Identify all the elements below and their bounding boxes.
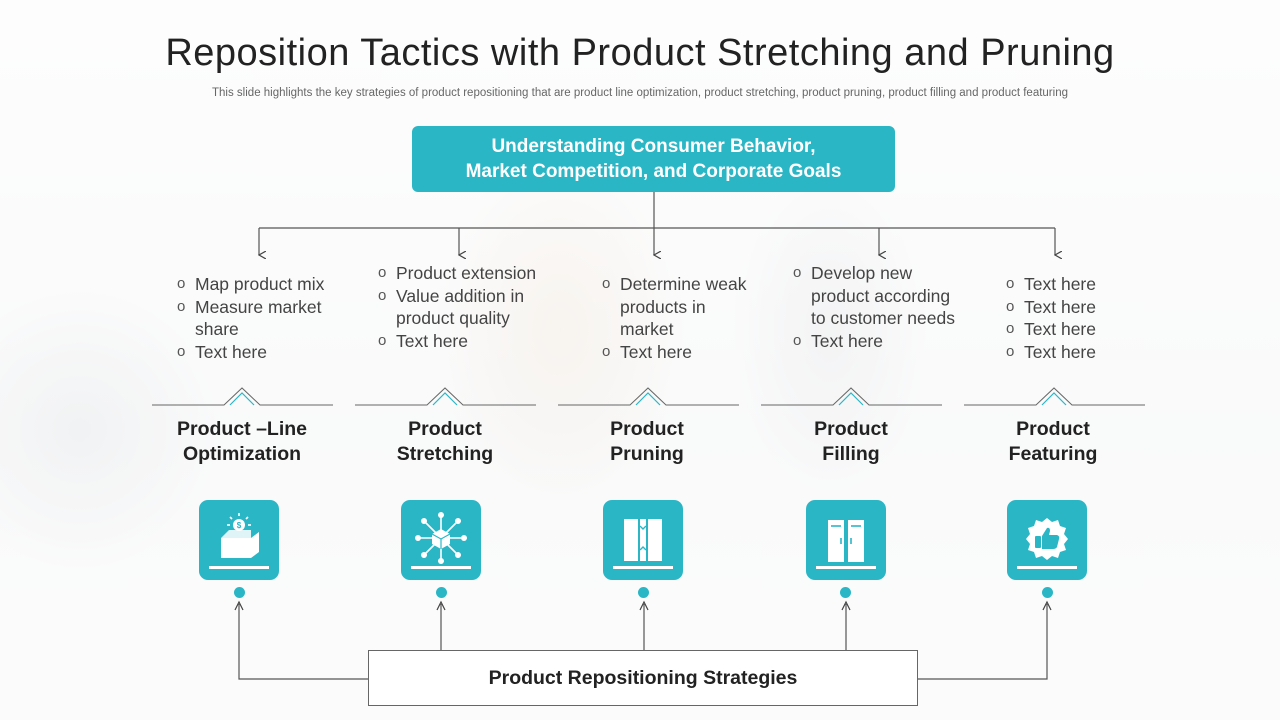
bullet-item: Determine weak products in market [602,273,762,341]
column-title-line: Filling [822,443,880,465]
connector-dot [840,587,851,598]
bullet-item: Text here [177,341,337,364]
slide-subtitle: This slide highlights the key strategies… [212,87,1068,99]
separator-3 [558,387,739,406]
separator-5 [964,387,1145,406]
connector-dot [436,587,447,598]
bullet-item: Text here [793,330,963,353]
network-box-icon [401,500,481,580]
bullet-list-featuring: Text here Text here Text here Text here [1006,273,1136,363]
thumbs-up-badge-icon [1007,500,1087,580]
bullet-list-pruning: Determine weak products in market Text h… [602,273,762,363]
connector-dot [1042,587,1053,598]
column-title-featuring: Product Featuring [963,417,1143,467]
bullet-item: Measure market share [177,296,337,341]
consumer-behavior-box: Understanding Consumer Behavior, Market … [412,126,895,192]
column-title-stretching: Product Stretching [355,417,535,467]
connector-dot [234,587,245,598]
bullet-item: Text here [1006,318,1136,341]
column-title-line-optimization: Product –Line Optimization [152,417,332,467]
column-title-pruning: Product Pruning [557,417,737,467]
top-box-line1: Understanding Consumer Behavior, [491,136,816,157]
bullet-item: Text here [602,341,762,364]
bullet-item: Develop new product according to custome… [793,262,963,330]
package-icon [603,500,683,580]
bullet-item: Text here [1006,296,1136,319]
bullet-list-filling: Develop new product according to custome… [793,262,963,352]
shelves-icon [806,500,886,580]
column-title-line: Product [610,418,684,440]
separator-1 [152,387,333,406]
money-box-icon: $ [199,500,279,580]
bullet-item: Product extension [378,262,543,285]
bullet-item: Text here [1006,273,1136,296]
column-title-line: Product [408,418,482,440]
slide-title: Reposition Tactics with Product Stretchi… [165,32,1115,74]
bullet-item: Value addition in product quality [378,285,543,330]
svg-text:$: $ [237,521,242,530]
top-box-line2: Market Competition, and Corporate Goals [465,161,842,182]
bullet-item: Text here [378,330,543,353]
column-title-line: Stretching [396,443,494,465]
column-title-line: Featuring [1008,443,1098,465]
bullet-list-stretching: Product extension Value addition in prod… [378,262,543,352]
column-title-line: Product [1016,418,1090,440]
bullet-list-line-optimization: Map product mix Measure market share Tex… [177,273,337,363]
bullet-item: Text here [1006,341,1136,364]
column-title-line: Pruning [610,443,684,465]
column-title-line: Product [814,418,888,440]
column-title-line: Product –Line [176,418,308,440]
separator-2 [355,387,536,406]
column-title-line: Optimization [182,443,302,465]
column-title-filling: Product Filling [761,417,941,467]
separator-4 [761,387,942,406]
bullet-item: Map product mix [177,273,337,296]
connector-dot [638,587,649,598]
repositioning-strategies-box: Product Repositioning Strategies [368,650,918,706]
